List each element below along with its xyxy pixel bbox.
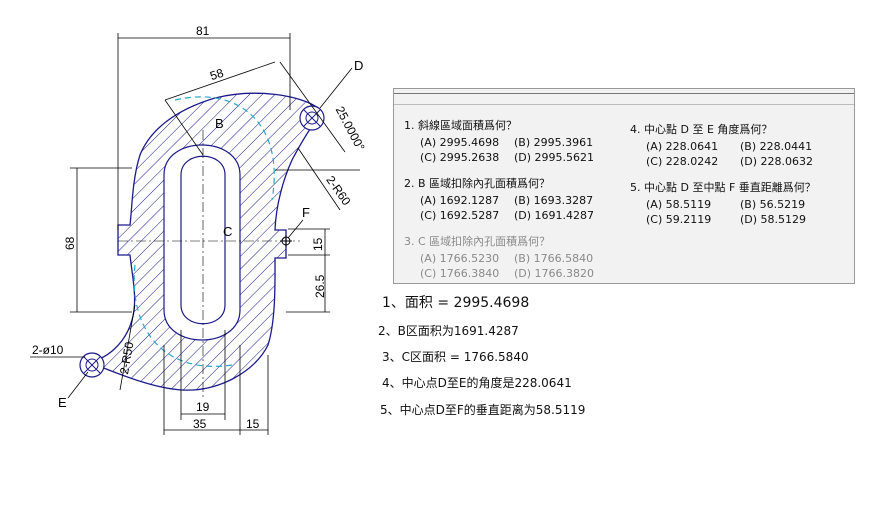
label-e: E	[58, 395, 67, 410]
dim-35: 35	[193, 417, 207, 431]
question-title: 1. 斜線區域面積爲何？	[404, 119, 517, 132]
dim-angle: 25.0000°	[333, 104, 368, 153]
option-b: (B) 1766.5840	[514, 252, 594, 265]
dim-r50: 2-R50	[117, 340, 137, 375]
answer-5: 5、中心点D至F的垂直距离为58.5119	[380, 403, 586, 417]
dim-15-bottom: 15	[246, 417, 260, 431]
dim-81: 81	[196, 24, 210, 38]
option-a: (A) 1766.5230	[420, 252, 500, 265]
option-b: (B) 56.5219	[740, 198, 806, 211]
label-c: C	[223, 224, 232, 239]
option-d: (D) 1691.4287	[514, 209, 595, 222]
option-a: (A) 2995.4698	[420, 136, 500, 149]
option-c: (C) 228.0242	[646, 155, 719, 168]
option-c: (C) 1692.5287	[420, 209, 500, 222]
dim-15-right: 15	[311, 237, 325, 251]
question-3: 3. C 區域扣除內孔面積爲何？ (A) 1766.5230 (B) 1766.5…	[404, 233, 598, 281]
question-title: 4. 中心點 D 至 E 角度爲何？	[630, 123, 773, 136]
option-d: (D) 1766.3820	[514, 267, 595, 280]
option-d: (D) 58.5129	[740, 213, 807, 226]
hole-d-inner	[305, 111, 319, 125]
option-c: (C) 59.2119	[646, 213, 712, 226]
dim-26-5: 26.5	[313, 274, 327, 298]
quiz-panel: 1. 斜線區域面積爲何？ (A) 2995.4698(B) 2995.3961 …	[393, 88, 855, 284]
question-title: 5. 中心點 D 至中點 F 垂直距離爲何？	[630, 181, 816, 194]
option-a: (A) 58.5119	[646, 198, 712, 211]
answer-4: 4、中心点D至E的角度是228.0641	[382, 376, 572, 390]
answer-3: 3、C区面积 = 1766.5840	[382, 350, 529, 364]
label-d: D	[354, 58, 363, 73]
dimension-lines	[30, 33, 360, 435]
dim-68: 68	[63, 236, 77, 250]
dim-phi10: 2-ø10	[32, 343, 64, 357]
question-title: 3. C 區域扣除內孔面積爲何？	[404, 235, 551, 248]
label-b: B	[215, 116, 224, 131]
option-b: (B) 2995.3961	[514, 136, 594, 149]
option-a: (A) 228.0641	[646, 140, 719, 153]
question-4: 4. 中心點 D 至 E 角度爲何？ (A) 228.0641 (B) 228.0…	[630, 121, 824, 169]
question-title: 2. B 區域扣除內孔面積爲何？	[404, 177, 551, 190]
cad-drawing: 81 58 68 15 26.5 19 35 15 25.0000° 2-R60…	[30, 24, 368, 435]
option-a: (A) 1692.1287	[420, 194, 500, 207]
question-5: 5. 中心點 D 至中點 F 垂直距離爲何？ (A) 58.5119 (B) 56…	[630, 179, 824, 227]
answer-2: 2、B区面积为1691.4287	[378, 324, 519, 338]
dim-58: 58	[208, 66, 225, 84]
construction-arc-upper	[174, 96, 275, 201]
dim-r60: 2-R60	[323, 173, 353, 208]
label-f: F	[302, 205, 310, 220]
dim-19: 19	[196, 400, 210, 414]
option-b: (B) 228.0441	[740, 140, 813, 153]
option-c: (C) 1766.3840	[420, 267, 500, 280]
option-d: (D) 228.0632	[740, 155, 814, 168]
option-c: (C) 2995.2638	[420, 151, 500, 164]
hole-e-inner	[85, 358, 99, 372]
question-2: 2. B 區域扣除內孔面積爲何？ (A) 1692.1287 (B) 1693.3…	[404, 175, 598, 223]
construction-arc-lower	[133, 264, 233, 367]
question-1: 1. 斜線區域面積爲何？ (A) 2995.4698(B) 2995.3961 …	[404, 117, 598, 165]
option-b: (B) 1693.3287	[514, 194, 594, 207]
option-d: (D) 2995.5621	[514, 151, 595, 164]
answer-1: 1、面积 = 2995.4698	[382, 295, 530, 311]
